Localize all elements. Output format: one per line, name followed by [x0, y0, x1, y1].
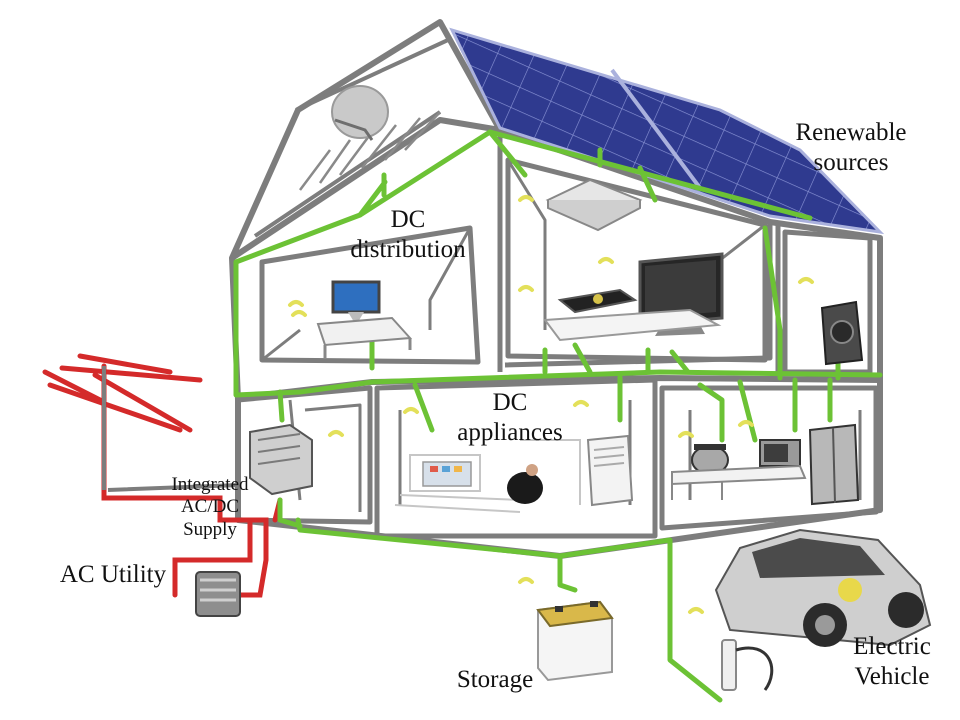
electric-vehicle-label-line1: Electric: [853, 633, 931, 660]
satellite-dish-icon: [331, 85, 389, 141]
integrated-supply-label-line1: Integrated: [171, 474, 249, 495]
integrated-supply-device-icon: [249, 423, 313, 496]
antenna-mast: [102, 366, 241, 492]
refrigerator-icon: [808, 423, 860, 506]
storage-label: Storage: [456, 666, 534, 693]
dc-distribution-label-line2: distribution: [350, 235, 466, 263]
transformer-icon: [195, 571, 241, 617]
electric-vehicle-icon: [714, 528, 932, 647]
dc-distribution-lines: [233, 129, 883, 703]
electric-vehicle-label: Electric Vehicle: [832, 632, 952, 691]
television-icon: [638, 252, 724, 336]
renewable-sources-label-line2: sources: [813, 148, 889, 176]
person-in-chair-icon: [507, 464, 543, 504]
microwave-icon: [759, 439, 801, 467]
roof-slats: [299, 111, 441, 191]
integrated-supply-label-line2: AC/DC: [180, 496, 240, 518]
dc-distribution-label: DC distribution: [338, 205, 478, 264]
battery-icon: [536, 600, 614, 682]
dc-appliances-label-line1: DC: [492, 389, 528, 416]
house-structure: [229, 19, 883, 559]
ceiling-ac-icon: [545, 178, 643, 232]
solar-panel-array: [449, 27, 885, 235]
solar-panel-divider: [610, 68, 702, 190]
desktop-computer-icon: [316, 280, 413, 358]
integrated-supply-label-line3: Supply: [183, 518, 237, 540]
tv-stand-icon: [422, 461, 472, 487]
ev-charger-icon: [721, 639, 774, 691]
dc-appliances-label-line2: appliances: [457, 418, 563, 446]
ac-utility-label: AC Utility: [59, 561, 167, 588]
dc-distribution-label-line1: DC: [390, 206, 426, 233]
energy-flow-indicators: [288, 195, 814, 614]
dc-appliances-label: DC appliances: [440, 388, 580, 447]
media-player-icon: [543, 288, 722, 342]
kitchen-counter: [671, 464, 807, 500]
renewable-sources-label-line1: Renewable: [795, 119, 907, 146]
renewable-sources-label: Renewable sources: [787, 118, 915, 177]
living-room-scene: [394, 439, 581, 513]
washing-machine-icon: [820, 300, 864, 366]
standing-ac-icon: [586, 434, 634, 507]
integrated-supply-label: Integrated AC/DC Supply: [160, 474, 260, 541]
electric-vehicle-label-line2: Vehicle: [854, 662, 930, 690]
